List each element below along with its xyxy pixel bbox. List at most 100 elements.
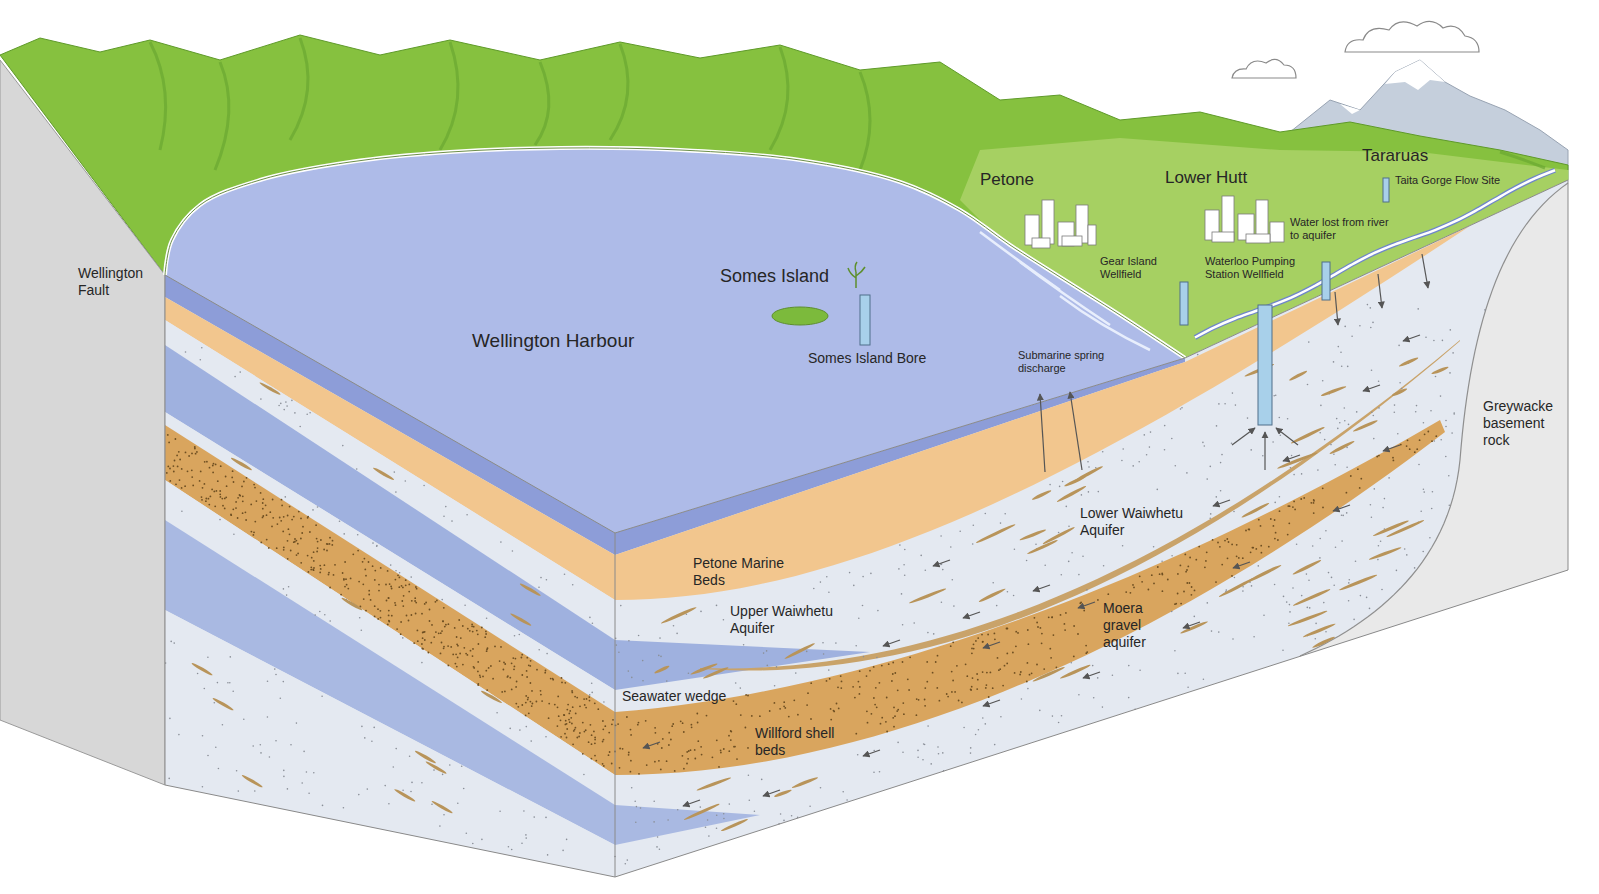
gravel-dot — [1397, 433, 1399, 435]
gravel-dot — [283, 516, 285, 518]
gravel-dot — [1006, 653, 1008, 655]
gravel-dot — [1088, 491, 1090, 493]
gravel-dot — [514, 635, 516, 637]
gravel-dot — [319, 611, 321, 613]
gravel-dot — [267, 680, 269, 682]
gravel-dot — [313, 551, 315, 553]
gravel-dot — [544, 672, 546, 674]
gravel-dot — [528, 712, 530, 714]
gravel-dot — [1350, 475, 1352, 477]
gravel-dot — [1060, 614, 1062, 616]
gravel-dot — [740, 714, 742, 716]
gravel-dot — [603, 739, 605, 741]
gravel-dot — [1445, 420, 1447, 422]
gravel-dot — [720, 749, 722, 751]
gravel-dot — [658, 760, 660, 762]
gravel-dot — [653, 821, 655, 823]
gravel-dot — [1324, 439, 1326, 441]
gravel-dot — [1121, 460, 1123, 462]
gravel-dot — [285, 496, 287, 498]
gravel-dot — [239, 494, 241, 496]
gravel-dot — [525, 834, 527, 836]
gravel-dot — [411, 782, 413, 784]
building — [1270, 222, 1284, 242]
gravel-dot — [1301, 473, 1303, 475]
gravel-dot — [774, 685, 776, 687]
gravel-dot — [697, 740, 699, 742]
gravel-dot — [1431, 508, 1433, 510]
gravel-dot — [206, 461, 208, 463]
gravel-dot — [1210, 466, 1212, 468]
gravel-dot — [638, 773, 640, 775]
hill-shading — [1500, 152, 1545, 168]
gravel-lens — [1064, 475, 1087, 488]
gravel-dot — [343, 578, 345, 580]
gravel-dot — [340, 594, 342, 596]
gravel-dot — [1219, 546, 1221, 548]
gravel-dot — [1325, 631, 1327, 633]
gravel-dot — [466, 514, 468, 516]
gravel-dot — [886, 697, 888, 699]
gravel-dot — [175, 438, 177, 440]
gravel-dot — [1183, 591, 1185, 593]
gravel-dot — [509, 728, 511, 730]
gravel-dot — [181, 487, 183, 489]
gravel-dot — [855, 645, 857, 647]
gravel-dot — [1322, 487, 1324, 489]
gravel-dot — [1398, 345, 1400, 347]
gravel-dot — [473, 667, 475, 669]
gravel-dot — [1340, 352, 1342, 354]
gravel-dot — [572, 743, 574, 745]
gravel-dot — [388, 610, 390, 612]
gravel-dot — [822, 642, 824, 644]
gravel-dot — [536, 701, 538, 703]
gravel-dot — [654, 727, 656, 729]
gravel-lens — [431, 800, 453, 815]
gravel-dot — [869, 670, 871, 672]
gravel-dot — [1335, 547, 1337, 549]
building — [1042, 200, 1054, 244]
gravel-dot — [421, 643, 423, 645]
gravel-dot — [1252, 547, 1254, 549]
gravel-dot — [646, 764, 648, 766]
gravel-lens — [212, 697, 234, 712]
gravel-dot — [290, 550, 292, 552]
gravel-dot — [956, 665, 958, 667]
gravel-dot — [214, 505, 216, 507]
gravel-dot — [1205, 560, 1207, 562]
gravel-dot — [566, 723, 568, 725]
label-holder: Willford shell beds — [755, 725, 840, 759]
gravel-dot — [478, 643, 480, 645]
map-label: Submarine spring discharge — [1018, 349, 1118, 375]
gravel-dot — [1287, 418, 1289, 420]
gravel-dot — [1292, 587, 1294, 589]
gravel-dot — [308, 571, 310, 573]
gravel-dot — [990, 672, 992, 674]
gravel-lens — [341, 597, 363, 612]
gravel-dot — [294, 541, 296, 543]
gravel-dot — [280, 403, 282, 405]
gravel-dot — [278, 405, 280, 407]
map-label: Somes Island Bore — [808, 350, 926, 367]
gravel-dot — [572, 584, 574, 586]
flow-arrow — [1335, 292, 1338, 325]
gravel-dot — [1058, 532, 1060, 534]
gravel-dot — [604, 725, 606, 727]
gravel-lens — [191, 662, 213, 677]
gravel-dot — [597, 708, 599, 710]
gravel-dot — [283, 549, 285, 551]
gravel-dot — [1220, 490, 1222, 492]
gravel-dot — [953, 605, 955, 607]
gravel-dot — [1206, 478, 1208, 480]
gravel-dot — [585, 707, 587, 709]
gravel-dot — [1322, 380, 1324, 382]
gravel-dot — [313, 567, 315, 569]
gravel-dot — [1484, 309, 1486, 311]
gravel-dot — [1102, 451, 1104, 453]
gravel-dot — [965, 663, 967, 665]
gravel-dot — [374, 570, 376, 572]
block-edge — [615, 570, 1568, 877]
gravel-dot — [1088, 466, 1090, 468]
gravel-dot — [630, 771, 632, 773]
gravel-lens — [908, 587, 946, 604]
